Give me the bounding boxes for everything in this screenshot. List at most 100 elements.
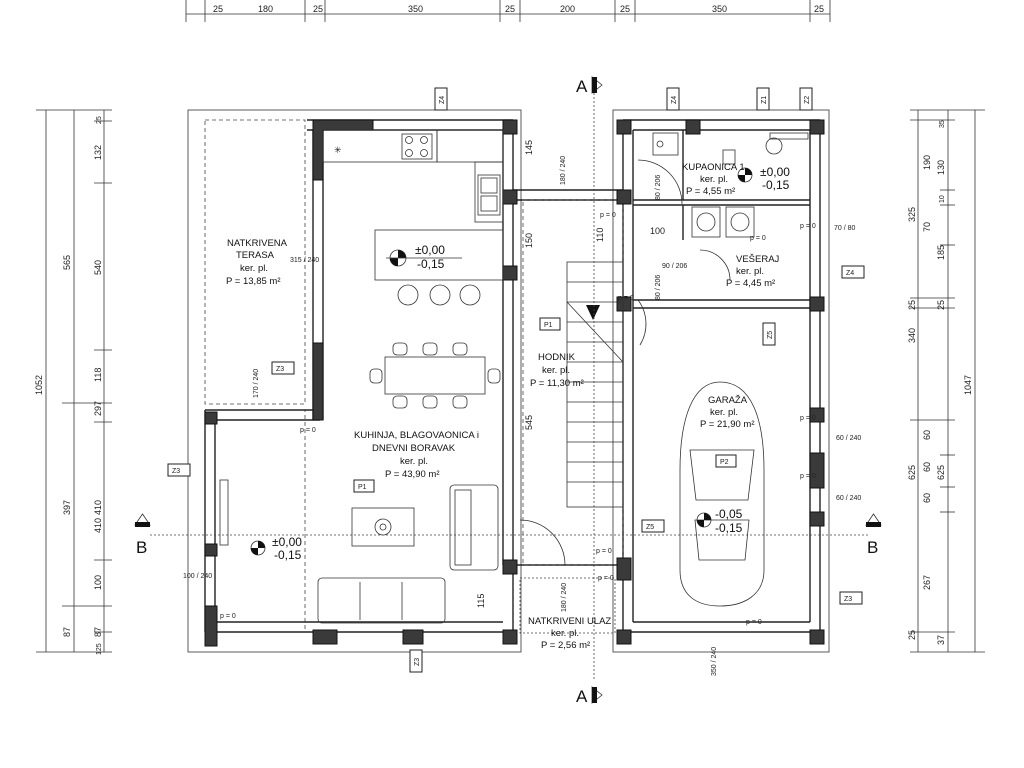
kitchen-sink-icon	[477, 174, 501, 216]
svg-text:p = 0: p = 0	[746, 619, 762, 626]
living-furniture	[317, 484, 499, 624]
level-marker-garage: -0,05 -0,15	[696, 507, 743, 535]
section-mark-a-bottom: A	[576, 686, 603, 706]
room-label-terasa: NATKRIVENA TERASA ker. pl. P = 13,85 m²	[226, 238, 288, 287]
svg-text:A: A	[576, 77, 588, 96]
dim-right-i9: 60	[922, 462, 932, 472]
dim-top-6: 200	[560, 4, 575, 14]
svg-text:545: 545	[524, 415, 534, 430]
svg-text:350 / 240: 350 / 240	[711, 647, 718, 676]
section-mark-b-right: B	[865, 513, 882, 557]
level-terrace-top: ±0,00	[272, 535, 302, 549]
staircase	[566, 261, 624, 508]
svg-text:100: 100	[650, 226, 665, 236]
svg-text:150: 150	[524, 233, 534, 248]
level-bath-top: ±0,00	[760, 165, 790, 179]
svg-text:p = 0: p = 0	[800, 223, 816, 230]
svg-text:p = 0: p = 0	[600, 212, 616, 219]
dim-top-9: 25	[814, 4, 824, 14]
dim-top-7: 25	[620, 4, 630, 14]
level-marker-terrace: ±0,00 -0,15	[250, 535, 302, 562]
dim-right-i7: 25	[936, 300, 946, 310]
svg-text:145: 145	[524, 140, 534, 155]
svg-text:Z5: Z5	[767, 331, 774, 339]
svg-text:Z1: Z1	[761, 96, 768, 104]
svg-text:p = 0: p = 0	[800, 415, 816, 422]
svg-text:P = 21,90 m²: P = 21,90 m²	[700, 419, 754, 430]
dim-left-i9: 87	[93, 627, 103, 637]
svg-text:ker. pl.: ker. pl.	[710, 407, 738, 418]
room-label-kuhinja: KUHINJA, BLAGOVAONICA i DNEVNI BORAVAK k…	[354, 430, 479, 480]
svg-text:315 / 240: 315 / 240	[290, 257, 319, 264]
svg-text:ker. pl.: ker. pl.	[551, 628, 579, 639]
svg-text:110: 110	[595, 228, 605, 242]
dim-left-i3: 540	[93, 260, 103, 275]
svg-text:ker. pl.: ker. pl.	[240, 263, 268, 274]
dim-right-i6: 185	[936, 245, 946, 260]
dim-right-i11: 625	[936, 465, 946, 480]
tag-z4-bath: Z4	[666, 87, 680, 111]
dim-left-i2: 132	[93, 145, 103, 160]
kitchen-counters: ✳	[322, 129, 504, 281]
left-dimension-lines: 1052 565 397 87 25 132 540 118 297 410 4…	[34, 109, 112, 655]
svg-text:P = 4,55 m²: P = 4,55 m²	[686, 186, 735, 197]
level-kitchen-bottom: -0,15	[417, 257, 445, 271]
dim-top-3: 25	[313, 4, 323, 14]
svg-text:115: 115	[476, 594, 486, 608]
svg-text:P1: P1	[544, 322, 553, 329]
svg-text:p = 0: p = 0	[598, 575, 614, 582]
dim-top-2: 180	[258, 4, 273, 14]
svg-text:90 / 206: 90 / 206	[662, 263, 687, 270]
svg-text:ker. pl.: ker. pl.	[736, 266, 764, 277]
svg-text:NATKRIVENI ULAZ: NATKRIVENI ULAZ	[528, 616, 611, 627]
dim-left-i7: 410	[93, 518, 103, 533]
dim-left-i1: 25	[96, 116, 103, 124]
svg-text:p = 0: p = 0	[618, 295, 634, 302]
tag-z3-bottom: Z3	[409, 649, 423, 673]
svg-text:P = 4,45 m²: P = 4,45 m²	[726, 278, 775, 289]
tag-z4-kitchen: Z4	[434, 87, 448, 111]
svg-text:100 / 240: 100 / 240	[183, 573, 212, 580]
svg-text:Z5: Z5	[646, 524, 654, 531]
svg-text:70 / 80: 70 / 80	[834, 225, 856, 232]
dim-right-625: 625	[907, 465, 917, 480]
dim-right-i12: 267	[922, 575, 932, 590]
tag-z3-left: Z3	[167, 463, 191, 477]
level-garage-top: -0,05	[715, 507, 743, 521]
top-dimension-line: 25 180 25 350 25 200 25 350 25	[185, 0, 831, 22]
right-dimension-lines: 1047 325 25 340 625 25 35 130 190 10 70 …	[907, 109, 985, 653]
room-label-veseraj: VEŠERAJ ker. pl. P = 4,45 m²	[726, 254, 780, 289]
svg-text:DNEVNI BORAVAK: DNEVNI BORAVAK	[372, 443, 456, 454]
section-mark-a-top: A	[576, 76, 603, 680]
dim-right-total: 1047	[963, 375, 973, 395]
svg-text:P = 13,85 m²: P = 13,85 m²	[226, 276, 280, 287]
svg-text:Z2: Z2	[804, 96, 811, 104]
svg-text:180 / 240: 180 / 240	[561, 583, 568, 612]
level-bath-bottom: -0,15	[762, 178, 790, 192]
bathroom-fixtures	[652, 132, 809, 165]
svg-text:Z4: Z4	[846, 270, 854, 277]
tag-z1: Z1	[756, 87, 770, 111]
dim-right-i10: 60	[922, 493, 932, 503]
room-label-hodnik: HODNIK ker. pl. P = 11,30 m²	[530, 352, 584, 389]
room-label-kupaonica: KUPAONICA 1 ker. pl. P = 4,55 m²	[682, 162, 745, 197]
svg-text:Z3: Z3	[414, 658, 421, 666]
dim-left-565: 565	[62, 255, 72, 270]
dim-right-325: 325	[907, 207, 917, 222]
dim-right-i5: 70	[922, 222, 932, 232]
room-label-ulaz: NATKRIVENI ULAZ ker. pl. P = 2,56 m²	[528, 616, 611, 651]
dim-left-i4: 118	[93, 368, 103, 382]
svg-text:A: A	[576, 687, 588, 706]
dim-left-87: 87	[62, 627, 72, 637]
svg-text:NATKRIVENA: NATKRIVENA	[227, 238, 288, 249]
svg-text:p = 0: p = 0	[300, 427, 316, 434]
svg-text:VEŠERAJ: VEŠERAJ	[736, 254, 780, 265]
laundry-machines	[691, 206, 755, 238]
svg-text:ker. pl.: ker. pl.	[700, 174, 728, 185]
svg-text:p = 0: p = 0	[800, 473, 816, 480]
car-icon	[679, 381, 765, 607]
svg-text:80 / 206: 80 / 206	[655, 275, 662, 300]
section-mark-b-left: B	[134, 513, 870, 557]
svg-text:HODNIK: HODNIK	[538, 352, 576, 363]
